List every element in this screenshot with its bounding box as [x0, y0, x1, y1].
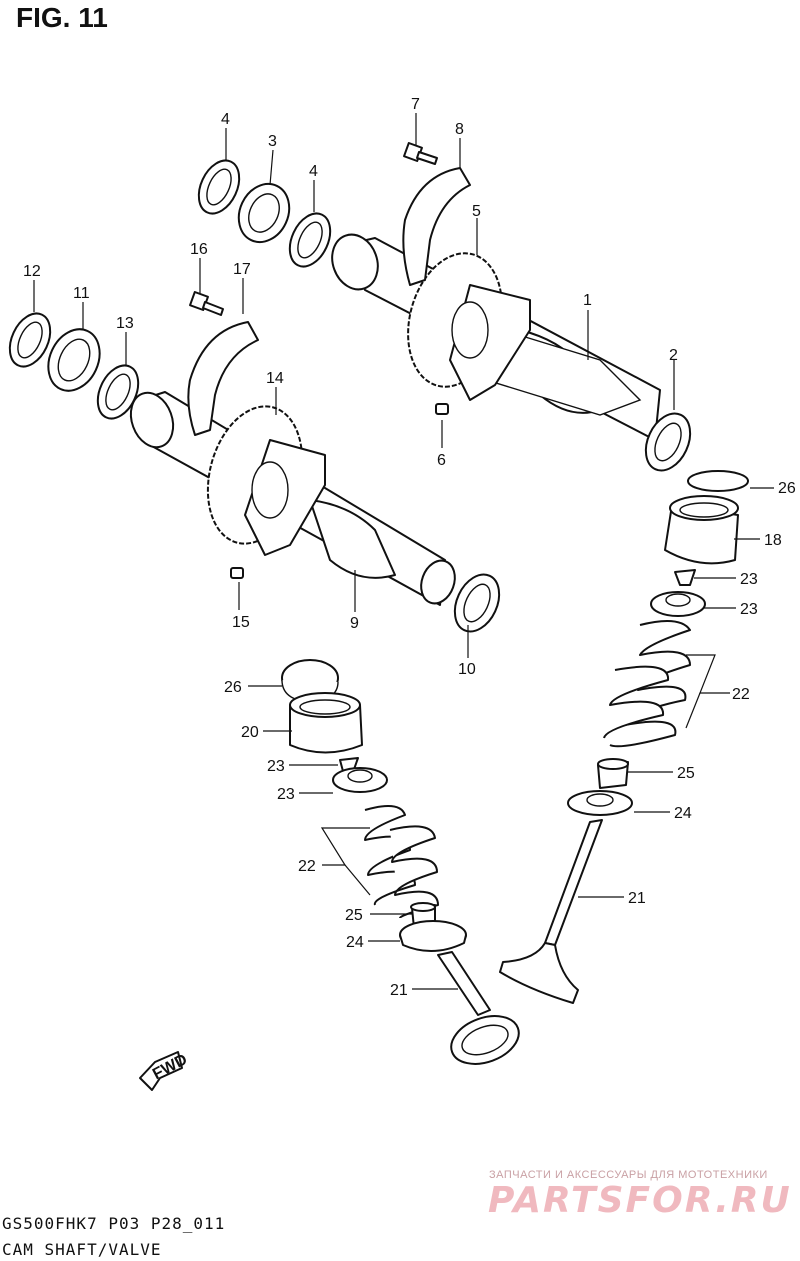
- intake-valve-20: [437, 951, 520, 1065]
- shim-26-right: [687, 470, 749, 492]
- callout-1: 1: [583, 292, 592, 309]
- callout-7: 7: [411, 96, 420, 113]
- washer-2: [644, 412, 692, 472]
- fwd-arrow-icon: FWD: [139, 1051, 190, 1091]
- callout-13: 14: [266, 370, 284, 387]
- oil-seal-3: [237, 182, 291, 244]
- figure-title: FIG. 11: [16, 2, 108, 33]
- exhaust-valve-19: [499, 819, 603, 1004]
- tappet-18: [289, 692, 363, 754]
- callout-4a: 4: [221, 111, 230, 128]
- spring-seat-24-left: [399, 920, 467, 953]
- camshaft-sprocket-lower: [206, 405, 326, 556]
- washer-12a: [8, 312, 52, 368]
- callout-4b: 4: [309, 163, 318, 180]
- callout-26a: 26: [224, 679, 242, 696]
- valve-springs-21-right: [603, 620, 691, 748]
- callout-10: 10: [458, 661, 476, 678]
- callout-3: 3: [268, 133, 277, 150]
- oil-seal-11: [47, 328, 101, 392]
- watermark-logo: PARTSFOR.RU: [488, 1180, 792, 1221]
- retainer-22-right: [650, 591, 706, 617]
- washer-12b: [96, 364, 140, 420]
- leader-lines: [33, 113, 774, 990]
- spring-seat-24-right: [567, 790, 633, 816]
- callout-11: 11: [73, 285, 90, 302]
- valve-seal-25-right: [597, 758, 629, 789]
- washer-10: [453, 573, 501, 633]
- callout-26b: 26: [778, 480, 796, 497]
- callout-24b: 24: [674, 805, 692, 822]
- callout-25b: 25: [677, 765, 695, 782]
- bolt-7: [403, 142, 438, 165]
- callout-5: 5: [472, 203, 481, 220]
- callout-9: 9: [350, 615, 359, 632]
- diagram-section-name: CAM SHAFT/VALVE: [2, 1240, 162, 1259]
- callout-8: 8: [455, 121, 464, 138]
- callout-17: 18: [764, 532, 782, 549]
- callout-19: 21: [628, 890, 646, 907]
- callout-21b: 22: [732, 686, 750, 703]
- callout-12a: 12: [23, 263, 41, 280]
- watermark-tagline: ЗАПЧАСТИ И АКСЕССУАРЫ ДЛЯ МОТОТЕХНИКИ: [489, 1169, 768, 1181]
- callout-21a: 22: [298, 858, 316, 875]
- callout-2: 2: [669, 347, 678, 364]
- bolt-15: [189, 291, 224, 316]
- pin-6: [435, 403, 449, 415]
- callout-18: 20: [241, 724, 259, 741]
- callout-labels: 4 3 4 7 8 5 1 2 6 12 11 13 16 17 14 15 9…: [23, 96, 796, 999]
- callout-22a: 23: [277, 786, 295, 803]
- valve-springs-21-left: [364, 805, 439, 919]
- cotter-23-right: [674, 569, 696, 586]
- callout-14: 15: [232, 614, 250, 631]
- callout-15: 16: [190, 241, 208, 258]
- callout-23b: 23: [740, 571, 758, 588]
- washer-4a: [197, 159, 241, 215]
- tappet-17: [664, 495, 739, 565]
- callout-16: 17: [233, 261, 251, 278]
- washer-4b: [288, 212, 332, 268]
- callout-6: 6: [437, 452, 446, 469]
- cam-chain-guide-upper: [402, 167, 471, 286]
- exploded-parts-diagram: FWD: [8, 96, 796, 1091]
- callout-22b: 23: [740, 601, 758, 618]
- pin-14: [230, 567, 244, 579]
- callout-20: 21: [390, 982, 408, 999]
- diagram-reference-code: GS500FHK7 P03 P28_011: [2, 1214, 226, 1233]
- callout-25a: 25: [345, 907, 363, 924]
- callout-23a: 23: [267, 758, 285, 775]
- callout-24a: 24: [346, 934, 364, 951]
- cam-chain-guide-lower: [187, 321, 259, 436]
- camshaft-sprocket-upper: [407, 252, 531, 401]
- callout-12b: 13: [116, 315, 134, 332]
- retainer-22-left: [332, 767, 388, 793]
